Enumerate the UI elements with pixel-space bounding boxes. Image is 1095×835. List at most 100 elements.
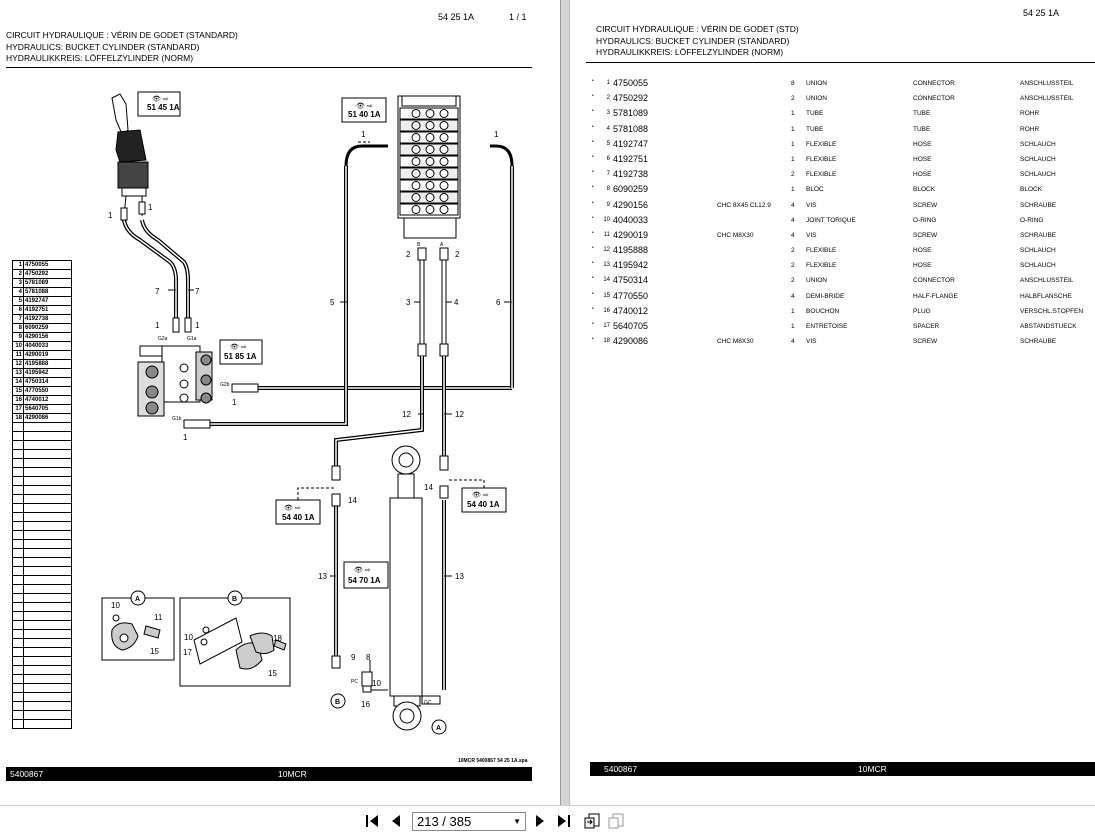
view-mode-icon[interactable] [608,813,624,829]
part-de: ANSCHLUSSTEIL [1020,277,1074,285]
index-ref [23,719,72,729]
file-note: 10MCR 5400867 54 25 1A.spa [458,758,528,764]
page-indicator: 213 / 385 [417,814,472,829]
part-idx: 7 [606,171,610,178]
ref-54401A-right: 54 40 1A [467,500,500,509]
ref-51401A: 51 40 1A [348,110,381,119]
part-idx: 14 [603,277,610,284]
part-qty: 4 [791,201,795,209]
part-ref: 4195888 [613,245,649,256]
header-code: 54 25 1A [438,12,475,22]
right-footer: 5400867 10MCR [590,762,1095,776]
svg-text:15: 15 [150,647,159,656]
part-en: TUBE [913,125,931,133]
part-qty: 4 [791,292,795,300]
part-de: HALBFLANSCHE [1020,292,1072,300]
ref-54701A: 54 70 1A [348,576,381,585]
title-block: CIRCUIT HYDRAULIQUE : VÉRIN DE GODET (ST… [596,24,799,59]
part-de: SCHLAUCH [1020,171,1056,179]
part-ref: 4290086 [613,336,649,347]
part-fr: UNION [806,80,827,87]
svg-text:4: 4 [454,298,459,307]
first-page-icon[interactable] [364,813,380,829]
svg-text:7: 7 [195,287,200,296]
part-spec: CHC 8X45 CL12.9 [717,201,771,209]
next-page-icon[interactable] [532,813,548,829]
part-ref: 4290019 [613,229,649,240]
part-ref: 5781089 [613,108,649,119]
part-dot: • [592,214,594,221]
title-en: HYDRAULICS: BUCKET CYLINDER (STANDARD) [596,35,790,46]
svg-text:B: B [335,699,340,706]
part-ref: 4750055 [613,78,649,88]
previous-page-icon[interactable] [388,813,404,829]
part-qty: 2 [791,171,795,179]
header-rule [6,67,532,68]
part-idx: 4 [606,125,610,132]
part-qty: 4 [791,338,795,346]
part-de: SCHLAUCH [1020,140,1056,148]
part-dot: • [592,169,594,176]
part-dot: • [592,138,594,145]
part-idx: 10 [603,216,610,223]
last-page-icon[interactable] [556,813,572,829]
title-en: HYDRAULICS: BUCKET CYLINDER (STANDARD) [6,41,200,52]
svg-text:👁 ⇨: 👁 ⇨ [472,491,489,499]
part-dot: • [592,123,594,130]
part-en: SCREW [913,338,938,346]
page-divider [560,0,570,805]
part-qty: 2 [791,262,795,270]
svg-text:14: 14 [424,483,433,492]
part-fr: TUBE [806,125,824,133]
svg-text:18: 18 [273,634,282,643]
part-en: HOSE [913,171,932,179]
part-fr: FLEXIBLE [806,247,837,255]
part-spec: CHC M8X30 [717,338,754,346]
part-ref: 4740012 [613,305,649,316]
svg-text:9: 9 [351,653,356,662]
part-fr: FLEXIBLE [806,140,837,148]
part-qty: 1 [791,186,795,194]
part-en: O-RING [913,216,937,224]
part-dot: • [592,153,594,160]
part-de: SCHLAUCH [1020,155,1056,163]
part-idx: 8 [606,186,610,193]
svg-text:1: 1 [183,433,188,442]
svg-text:6: 6 [496,298,501,307]
part-idx: 9 [606,201,610,208]
part-dot: • [592,290,594,297]
part-idx: 3 [606,110,610,117]
svg-text:2: 2 [406,250,411,259]
svg-text:G1b: G1b [172,416,182,422]
hydraulic-diagram: 51 45 1A 51 40 1A 51 85 1A 54 40 1A 54 4… [101,91,514,735]
part-qty: 2 [791,277,795,285]
svg-text:1: 1 [361,130,366,139]
part-dot: • [592,260,594,267]
part-idx: 2 [606,95,610,102]
fit-page-icon[interactable] [584,813,600,829]
part-de: O-RING [1020,216,1044,224]
part-fr: FLEXIBLE [806,262,837,270]
part-dot: • [592,321,594,327]
part-qty: 1 [791,307,795,315]
chevron-down-icon: ▼ [513,817,521,826]
part-fr: JOINT TORIQUE [806,216,856,224]
part-qty: 8 [791,80,795,87]
footer-model: 10MCR [858,764,887,774]
svg-text:👁 ⇨: 👁 ⇨ [284,504,301,512]
part-de: SCHLAUCH [1020,247,1056,255]
part-en: HOSE [913,247,932,255]
left-footer: 5400867 10MCR [6,767,532,781]
part-en: SCREW [913,231,938,239]
svg-text:10: 10 [372,679,381,688]
svg-text:10: 10 [184,633,193,642]
svg-text:3: 3 [406,298,411,307]
part-fr: BLOC [806,186,824,194]
svg-text:17: 17 [183,648,192,657]
page-number-select[interactable]: 213 / 385 ▼ [412,812,526,831]
